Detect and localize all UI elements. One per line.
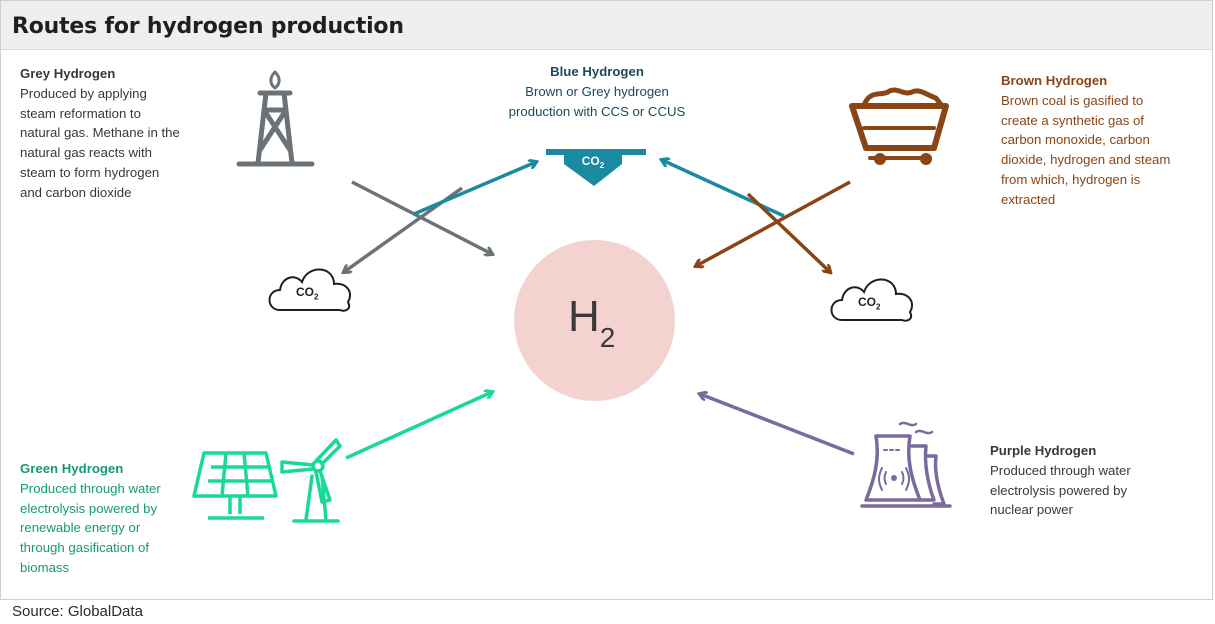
- grey-line: steam reformation to: [20, 105, 141, 121]
- solar-panel-icon: [192, 451, 278, 520]
- hydrogen-symbol: H2: [568, 292, 616, 353]
- grey-hydrogen-block: Grey Hydrogen Produced by applying steam…: [20, 64, 220, 203]
- carbon-capture-icon: [546, 149, 646, 186]
- green-line: through gasification of: [20, 540, 150, 556]
- coal-cart-icon: [849, 87, 949, 165]
- green-hydrogen-heading: Green Hydrogen: [20, 461, 124, 476]
- header-bar: Routes for hydrogen production: [1, 1, 1212, 50]
- brown-hydrogen-heading: Brown Hydrogen: [1001, 73, 1108, 88]
- blue-line: Brown or Grey hydrogen: [525, 83, 669, 99]
- green-to-h2-arrow: [345, 392, 492, 460]
- brown-line: dioxide, hydrogen and steam: [1001, 152, 1171, 168]
- brown-line: carbon monoxide, carbon: [1001, 132, 1150, 148]
- ccs-co2-label: CO2: [582, 154, 605, 170]
- blue-hydrogen-block: Blue Hydrogen Brown or Grey hydrogen pro…: [482, 62, 712, 121]
- co2-cloud-right-label: CO2: [858, 295, 881, 312]
- brown-line: from which, hydrogen is: [1001, 171, 1141, 187]
- purple-line: electrolysis powered by: [990, 482, 1128, 498]
- green-line: Produced through water: [20, 480, 161, 496]
- hydrogen-center-node: H2: [514, 240, 675, 401]
- grey-line: steam to form hydrogen: [20, 164, 160, 180]
- source-caption: Source: GlobalData: [12, 603, 143, 620]
- purple-line: nuclear power: [990, 502, 1073, 518]
- purple-to-h2-arrow: [700, 394, 855, 456]
- grey-line: Produced by applying: [20, 85, 147, 101]
- page-title: Routes for hydrogen production: [12, 14, 404, 39]
- grey-line: natural gas. Methane in the: [20, 125, 180, 141]
- diagram-frame: [0, 0, 1213, 600]
- green-line: biomass: [20, 559, 70, 575]
- green-hydrogen-block: Green Hydrogen Produced through water el…: [20, 459, 200, 578]
- green-line: renewable energy or: [20, 520, 141, 536]
- co2-cloud-right: [830, 278, 914, 322]
- green-line: electrolysis powered by: [20, 500, 158, 516]
- purple-hydrogen-block: Purple Hydrogen Produced through water e…: [990, 441, 1180, 520]
- brown-line: Brown coal is gasified to: [1001, 92, 1144, 108]
- brown-line: extracted: [1001, 191, 1056, 207]
- brown-line: create a synthetic gas of: [1001, 112, 1144, 128]
- nuclear-plant-icon: [860, 421, 952, 508]
- purple-line: Produced through water: [990, 462, 1131, 478]
- blue-hydrogen-heading: Blue Hydrogen: [550, 64, 644, 79]
- diagram-canvas: CO2: [192, 70, 952, 523]
- brown-co2-arrow: [746, 192, 830, 272]
- gas-rig-icon: [236, 70, 315, 167]
- brown-hydrogen-block: Brown Hydrogen Brown coal is gasified to…: [1001, 71, 1206, 210]
- brown-to-h2-arrow: [696, 180, 851, 266]
- wind-turbine-icon: [280, 438, 342, 523]
- grey-line: and carbon dioxide: [20, 184, 132, 200]
- blue-line: production with CCS or CCUS: [508, 103, 686, 119]
- grey-co2-capture-arrow: [413, 162, 536, 216]
- brown-co2-capture-arrow: [662, 160, 785, 218]
- grey-hydrogen-heading: Grey Hydrogen: [20, 66, 116, 81]
- purple-hydrogen-heading: Purple Hydrogen: [990, 443, 1097, 458]
- grey-line: natural gas reacts with: [20, 145, 152, 161]
- co2-cloud-left: [268, 268, 352, 312]
- co2-cloud-left-label: CO2: [296, 285, 319, 302]
